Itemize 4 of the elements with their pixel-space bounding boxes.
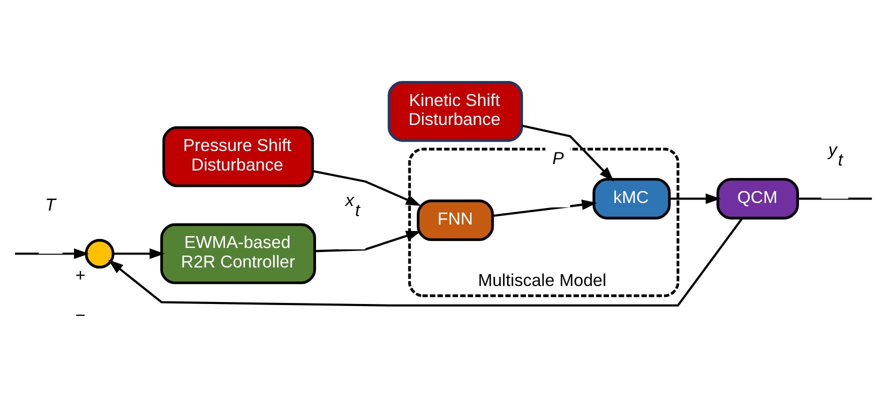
node-label: + <box>74 264 85 284</box>
edge-label: P <box>552 148 564 168</box>
edge-label: T <box>44 194 56 214</box>
node-label: − <box>74 304 85 325</box>
